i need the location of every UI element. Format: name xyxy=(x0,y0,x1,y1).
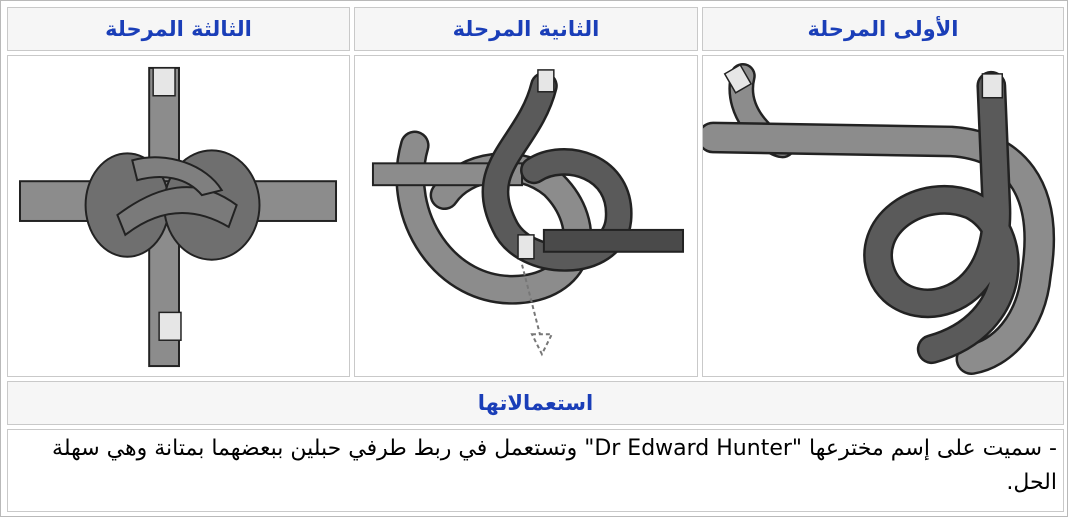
knot-stage-third-illustration xyxy=(18,66,338,368)
stage-first-image xyxy=(702,55,1064,377)
stage-first-header: الأولى المرحلة xyxy=(702,7,1064,51)
description-text: - سميت على إسم مخترعها "Dr Edward Hunter… xyxy=(52,436,1057,495)
stage-second-header: الثانية المرحلة xyxy=(354,7,698,51)
stage-second-image xyxy=(354,55,698,377)
stage-third-image xyxy=(7,55,350,377)
stage-third-header: الثالثة المرحلة xyxy=(7,7,350,51)
stage-first-label: الأولى المرحلة xyxy=(807,17,959,41)
stage-second-label: الثانية المرحلة xyxy=(452,17,600,41)
stage-third-label: الثالثة المرحلة xyxy=(105,17,252,41)
uses-header: استعمالاتها xyxy=(7,381,1064,425)
description-cell: - سميت على إسم مخترعها "Dr Edward Hunter… xyxy=(7,429,1064,512)
knot-stage-first-illustration xyxy=(703,62,1056,376)
uses-title: استعمالاتها xyxy=(477,391,594,415)
knot-stage-second-illustration xyxy=(371,69,685,357)
